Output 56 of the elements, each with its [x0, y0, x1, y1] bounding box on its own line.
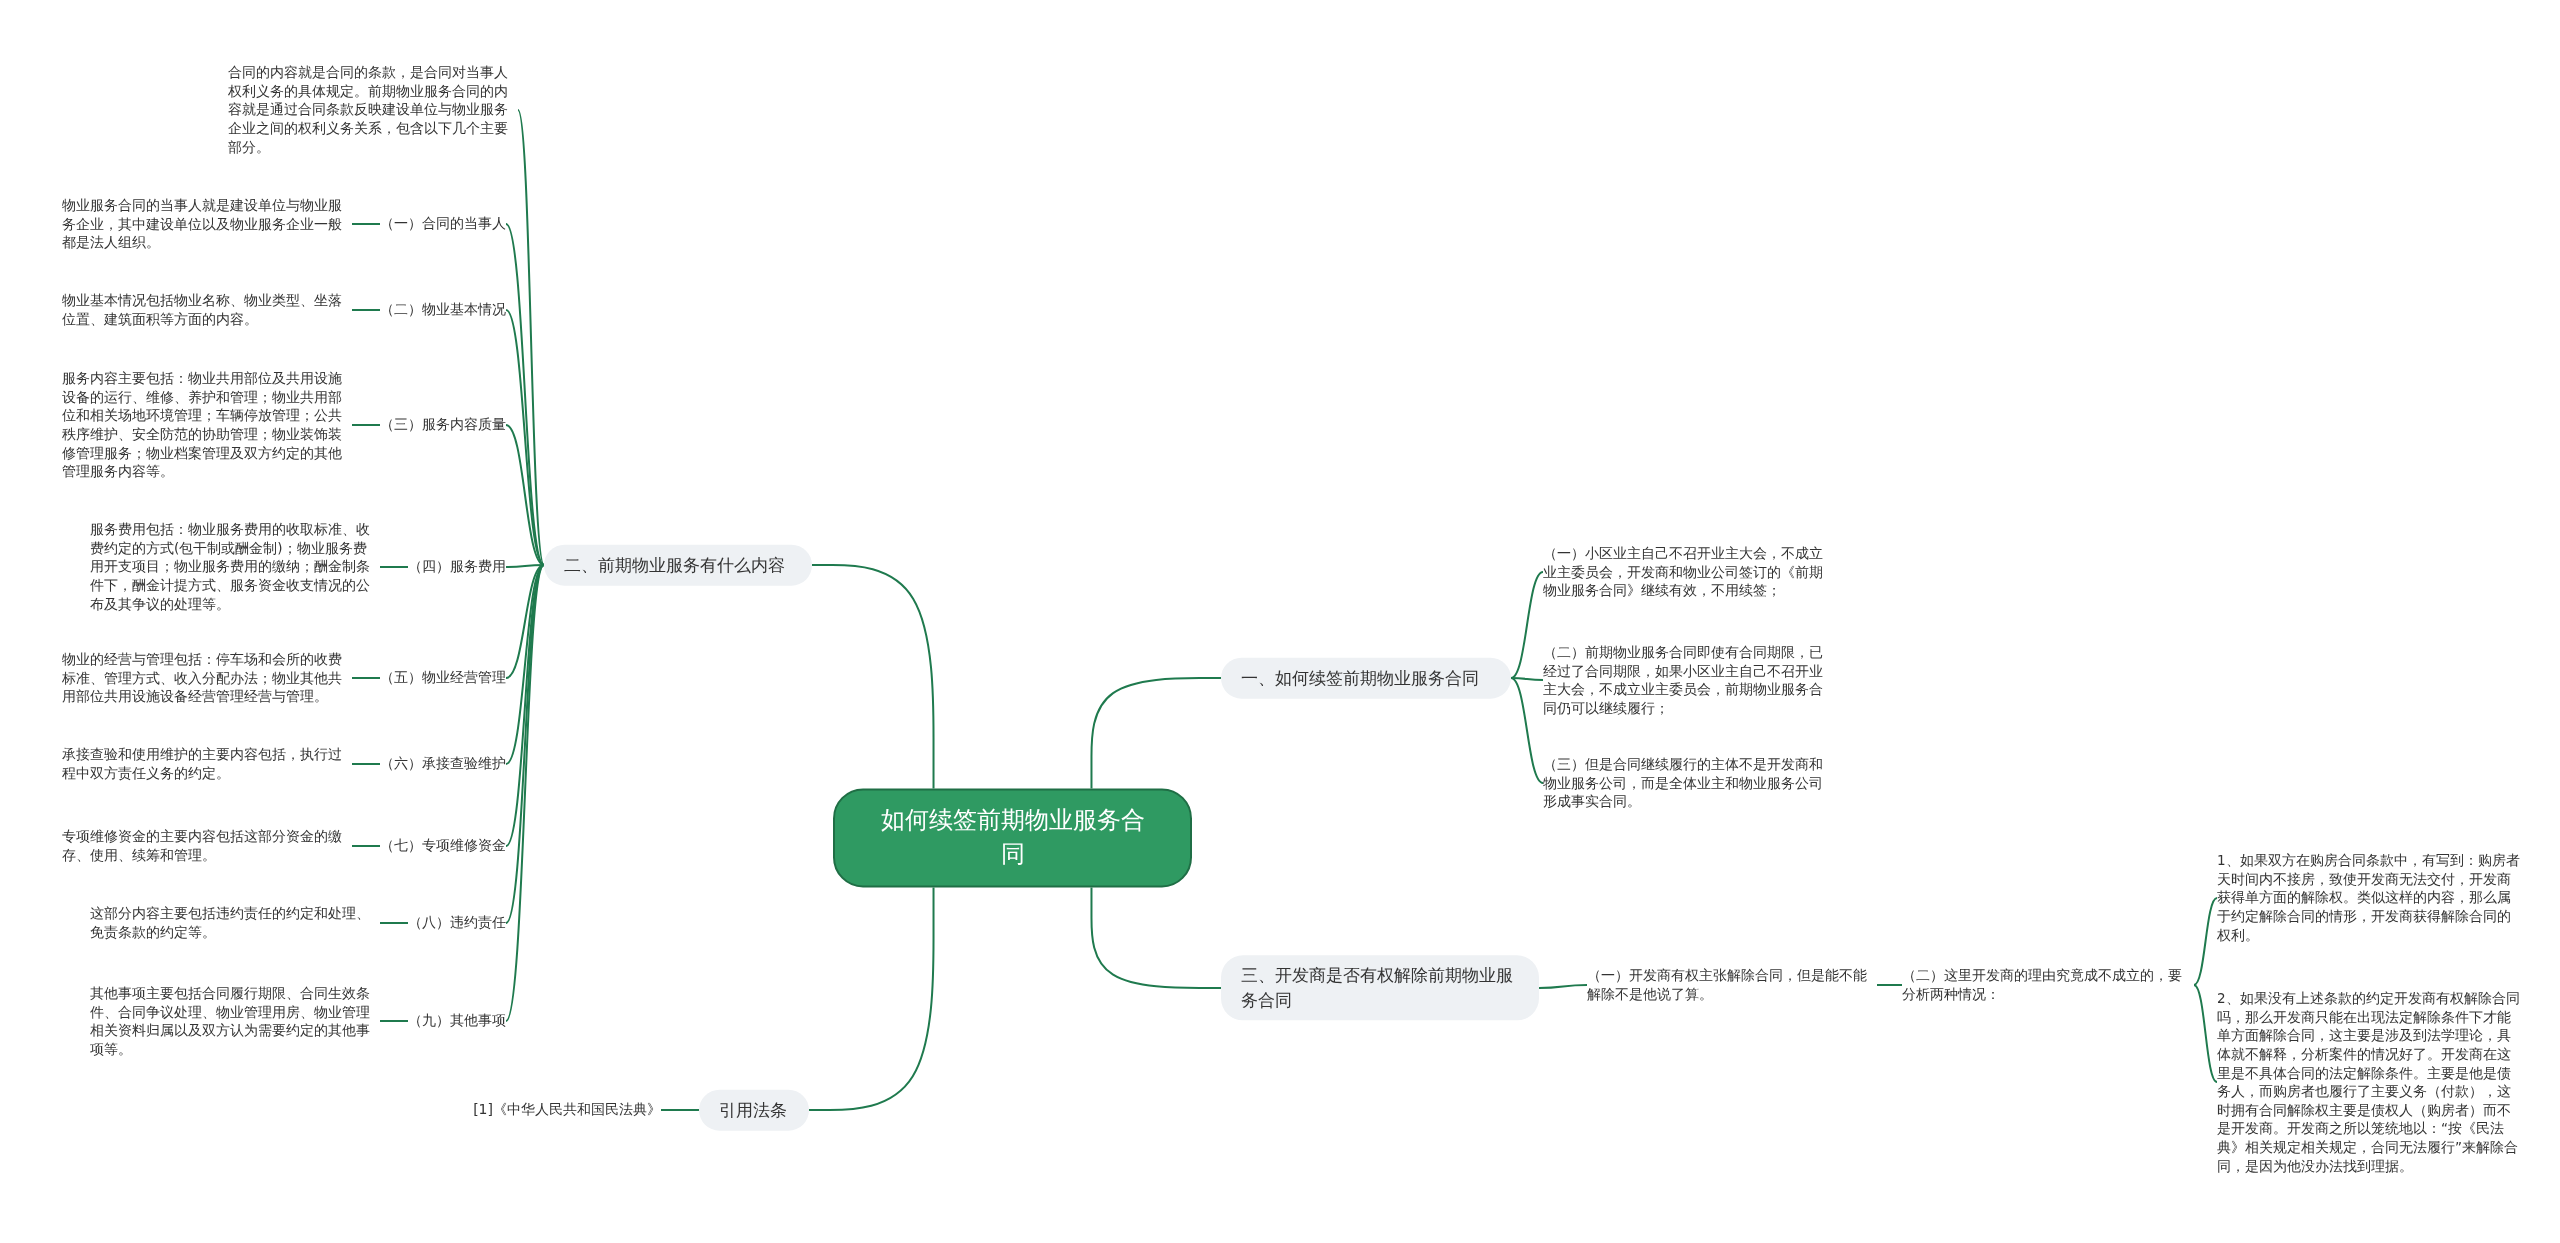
detail-text: 这部分内容主要包括违约责任的约定和处理、免责条款的约定等。 — [90, 904, 380, 942]
connector-line — [1510, 677, 1544, 784]
connector-line — [811, 564, 935, 790]
connector-line — [351, 677, 381, 679]
detail-text: （三）但是合同继续履行的主体不是开发商和物业服务公司，而是全体业主和物业服务公司形成事实合同。 — [1543, 755, 1833, 811]
connector-line — [1090, 886, 1222, 989]
connector-line — [351, 424, 381, 426]
connector-line — [660, 1109, 700, 1111]
connector-line — [2193, 897, 2218, 986]
connector-line — [1510, 677, 1544, 681]
connector-line — [1090, 677, 1222, 790]
subtopic-label: （三）服务内容质量 — [380, 414, 506, 436]
connector-line — [379, 1020, 409, 1022]
branch-topic: 一、如何续签前期物业服务合同 — [1221, 657, 1511, 699]
connector-line — [517, 109, 545, 566]
connector-line — [351, 763, 381, 765]
subtopic-label: （七）专项维修资金 — [380, 835, 506, 857]
connector-line — [351, 223, 381, 225]
subtopic-label: （一）合同的当事人 — [380, 213, 506, 235]
detail-text: （二）这里开发商的理由究竟成不成立的，要分析两种情况： — [1902, 966, 2194, 1004]
detail-text: 专项维修资金的主要内容包括这部分资金的缴存、使用、续筹和管理。 — [62, 827, 352, 865]
subtopic-label: （五）物业经营管理 — [380, 667, 506, 689]
detail-text: 物业的经营与管理包括：停车场和会所的收费标准、管理方式、收入分配办法；物业其他共用部位共用设施设备经营管理经营与管理。 — [62, 650, 352, 706]
connector-line — [379, 566, 409, 568]
detail-text: 物业基本情况包括物业名称、物业类型、坐落位置、建筑面积等方面的内容。 — [62, 291, 352, 329]
detail-text: （二）前期物业服务合同即使有合同期限，已经过了合同期限，如果小区业主自己不召开业主大会，不成立业主委员会，前期物业服务合同仍可以继续履行； — [1543, 642, 1833, 718]
subtopic-label: （六）承接查验维护 — [380, 753, 506, 775]
detail-text: 2、如果没有上述条款的约定开发商有权解除合同吗，那么开发商只能在出现法定解除条件下才能单方面解除合同，这主要是涉及到法学理论，具体就不解释，分析案件的情况好了。开发商在这里是不具体合同的法定解除条件。主要是他是债务人，而购房者也履行了主要义务（付款），这时拥有合同解除权主要是债权人（购房者）而不是开发商。开发商之所以笼统地以：“按《民法典》相关规定相关规定，合同无法履行”来解除合同，是因为他没办法找到理据。 — [2217, 988, 2522, 1176]
central-topic: 如何续签前期物业服务合同 — [833, 788, 1192, 888]
detail-text: （一）小区业主自己不召开业主大会，不成立业主委员会，开发商和物业公司签订的《前期物业服务合同》继续有效，不用续签； — [1543, 544, 1833, 600]
connector-line — [379, 922, 409, 924]
detail-text: （一）开发商有权主张解除合同，但是能不能解除不是他说了算。 — [1587, 966, 1877, 1004]
detail-text: 合同的内容就是合同的条款，是合同对当事人权利义务的具体规定。前期物业服务合同的内容就是通过合同条款反映建设单位与物业服务企业之间的权利义务关系，包含以下几个主要部分。 — [228, 63, 518, 157]
detail-text: 承接查验和使用维护的主要内容包括，执行过程中双方责任义务的约定。 — [62, 745, 352, 783]
connector-line — [1538, 984, 1588, 989]
detail-text: 服务费用包括：物业服务费用的收取标准、收费约定的方式(包干制或酬金制)；物业服务费用开支项目；物业服务费用的缴纳；酬金制条件下，酬金计提方式、服务资金收支情况的公布及其争议的处理等。 — [90, 520, 380, 614]
connector-line — [2193, 984, 2218, 1083]
branch-topic: 二、前期物业服务有什么内容 — [544, 544, 812, 586]
connector-line — [351, 309, 381, 311]
subtopic-label: （九）其他事项 — [408, 1010, 506, 1032]
branch-topic: 三、开发商是否有权解除前期物业服务合同 — [1221, 955, 1539, 1021]
connector-line — [808, 886, 935, 1111]
connector-line — [351, 845, 381, 847]
subtopic-label: [1]《中华人民共和国民法典》 — [473, 1099, 661, 1121]
detail-text: 服务内容主要包括：物业共用部位及共用设施设备的运行、维修、养护和管理；物业共用部位和相关场地环境管理；车辆停放管理；公共秩序维护、安全防范的协助管理；物业装饰装修管理服务；物业档案管理及双方约定的其他管理服务内容等。 — [62, 369, 352, 481]
detail-text: 物业服务合同的当事人就是建设单位与物业服务企业，其中建设单位以及物业服务企业一般都是法人组织。 — [62, 196, 352, 252]
connector-line — [1510, 571, 1544, 679]
detail-text: 1、如果双方在购房合同条款中，有写到：购房者天时间内不接房，致使开发商无法交付，开发商获得单方面的解除权。类似这样的内容，那么属于约定解除合同的情形，开发商获得解除合同的权利。 — [2217, 851, 2522, 945]
connector-line — [505, 564, 545, 1022]
branch-topic: 引用法条 — [699, 1089, 809, 1131]
connector-line — [1876, 984, 1903, 986]
connector-line — [505, 309, 545, 566]
subtopic-label: （二）物业基本情况 — [380, 299, 506, 321]
subtopic-label: （八）违约责任 — [408, 912, 506, 934]
subtopic-label: （四）服务费用 — [408, 556, 506, 578]
detail-text: 其他事项主要包括合同履行期限、合同生效条件、合同争议处理、物业管理用房、物业管理相关资料归属以及双方认为需要约定的其他事项等。 — [90, 983, 380, 1059]
